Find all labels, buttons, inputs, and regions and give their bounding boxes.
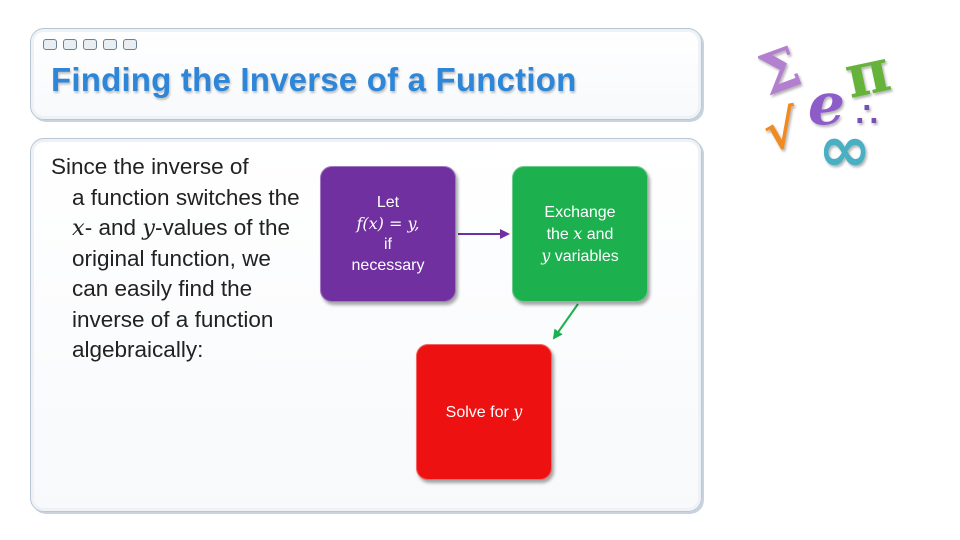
step-exchange-text: variables xyxy=(550,247,619,265)
window-dots xyxy=(43,39,137,50)
body-text-b: - and xyxy=(84,215,143,240)
body-line-1: Since the inverse of xyxy=(51,154,249,179)
body-text: Since the inverse of a function switches… xyxy=(51,152,301,366)
body-text-c: -values of the original function, we can… xyxy=(72,215,291,362)
e-icon: e xyxy=(808,70,845,138)
sigma-icon: Σ xyxy=(758,36,810,109)
body-continuation: a function switches the x- and y-values … xyxy=(51,183,301,366)
dot-icon xyxy=(83,39,97,50)
step-exchange-line1: Exchange xyxy=(544,203,616,221)
step-let-line1: Let xyxy=(376,194,400,211)
math-x: x xyxy=(72,215,85,241)
step-let-math: f(x) = y, xyxy=(356,214,420,233)
math-y: y xyxy=(541,245,551,265)
dot-icon xyxy=(63,39,77,50)
math-y: y xyxy=(142,215,155,241)
step-let-line4: necessary xyxy=(351,257,425,274)
step-solve-box: Solve for y xyxy=(416,344,552,480)
step-let-box: Let f(x) = y, if necessary xyxy=(320,166,456,302)
body-text-a: a function switches the xyxy=(72,184,300,210)
step-solve-text: Solve for xyxy=(445,404,514,421)
infinity-icon: ∞ xyxy=(818,113,871,176)
step-exchange-line2: the x and xyxy=(547,223,614,245)
step-exchange-text: and xyxy=(582,225,614,243)
step-solve-line: Solve for y xyxy=(446,401,523,423)
step-exchange-box: Exchange the x and y variables xyxy=(512,166,648,302)
math-y: y xyxy=(513,402,523,421)
title-panel: Finding the Inverse of a Function xyxy=(30,28,702,120)
slide-title: Finding the Inverse of a Function xyxy=(51,61,577,98)
step-exchange-text: the xyxy=(546,225,574,243)
sqrt-icon: √ xyxy=(759,98,804,164)
step-let-line3: if xyxy=(384,236,392,253)
dot-icon xyxy=(103,39,117,50)
arrow-exchange-to-solve xyxy=(552,303,579,340)
step-exchange-line3: y variables xyxy=(541,245,619,267)
math-x: x xyxy=(573,223,583,243)
therefore-icon: ∴ xyxy=(856,95,878,135)
dot-icon xyxy=(43,39,57,50)
math-symbols-logo: Σ √ e π ∴ ∞ xyxy=(758,36,896,176)
dot-icon xyxy=(123,39,137,50)
